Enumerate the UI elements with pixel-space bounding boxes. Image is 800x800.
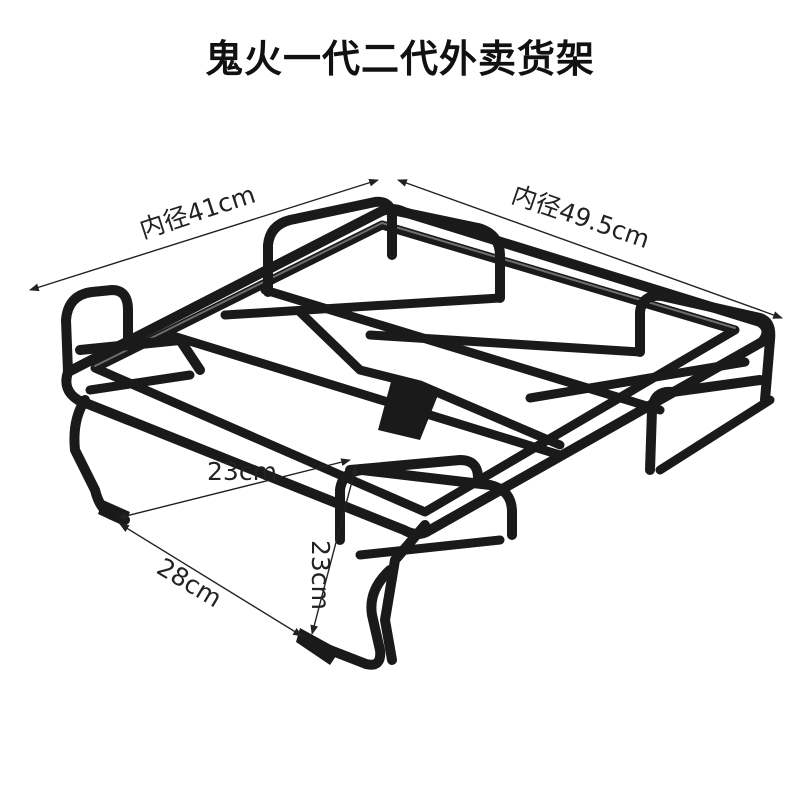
dimension-width-line [29, 178, 379, 292]
mount-height-label: 23cm [306, 540, 335, 610]
mount-depth-label: 28cm [152, 552, 227, 613]
page-title: 鬼火一代二代外卖货架 [204, 37, 595, 81]
rack-frame [61, 196, 776, 670]
mount-spacing-label: 23cm [207, 457, 277, 486]
dimension-depth-line [397, 179, 783, 319]
dimension-mount-height-line [310, 465, 358, 635]
depth-inner-label: 内径49.5cm [508, 180, 653, 254]
width-inner-label: 内径41cm [136, 180, 259, 245]
dimension-mount-depth-line [119, 523, 303, 637]
